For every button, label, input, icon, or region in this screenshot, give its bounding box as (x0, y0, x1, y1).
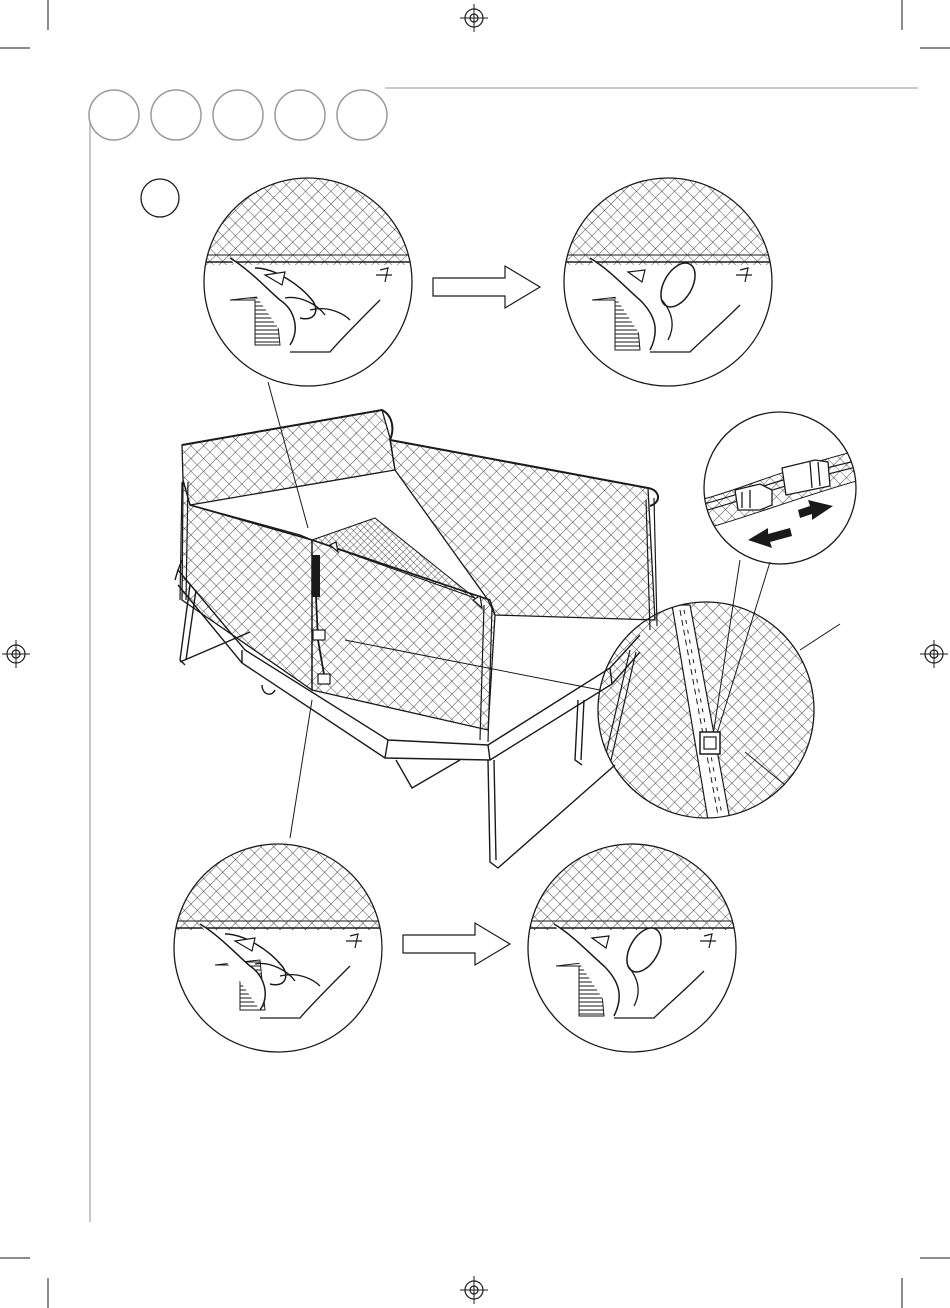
detail-view-strap-loose-top (200, 175, 420, 386)
step-indicators (89, 90, 387, 140)
step-number-circle (141, 179, 179, 217)
press-arrow-icon (748, 528, 792, 548)
arrow-right-icon (433, 266, 540, 308)
step-circle-3 (213, 90, 263, 140)
step-circle-2 (151, 90, 201, 140)
registration-mark-icon (460, 1276, 488, 1304)
trampoline-with-safety-net (175, 410, 658, 868)
detail-view-zipper-buckle (598, 600, 818, 820)
step-circle-4 (275, 90, 325, 140)
detail-view-buckle-clip (700, 412, 860, 564)
detail-view-strap-loose-bottom (170, 840, 390, 1052)
registration-mark-icon (460, 4, 488, 32)
detail-view-strap-tied-bottom (525, 840, 745, 1052)
registration-mark-icon (2, 640, 30, 668)
press-arrow-icon (798, 500, 833, 520)
arrow-right-icon (403, 923, 510, 965)
detail-view-strap-tied-top (560, 175, 780, 386)
step-circle-1 (89, 90, 139, 140)
step-circle-5 (337, 90, 387, 140)
registration-mark-icon (920, 640, 948, 668)
